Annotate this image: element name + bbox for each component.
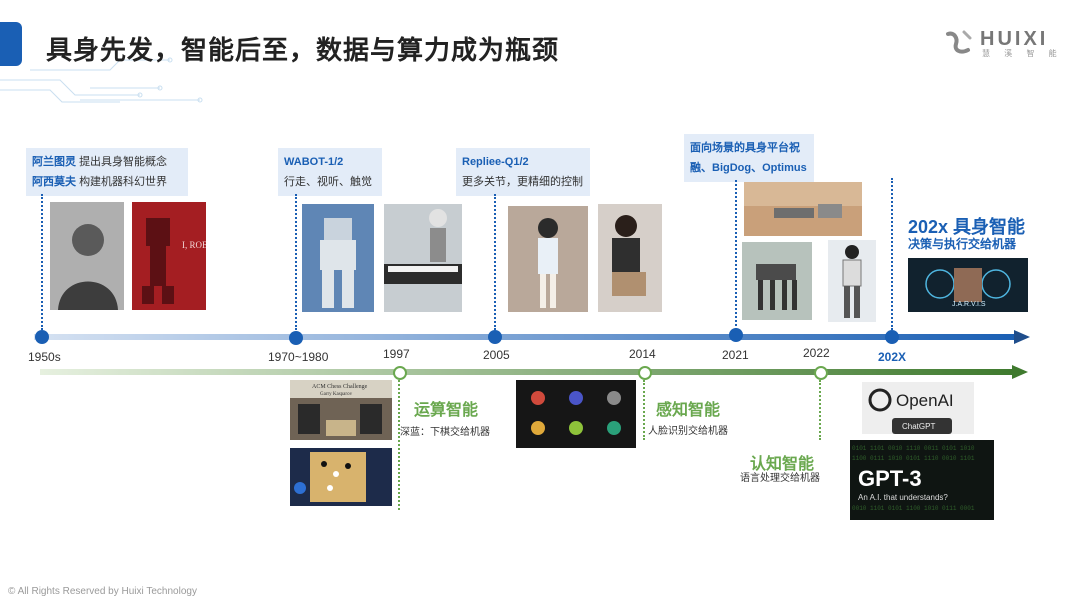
connector-1950s [41, 194, 43, 330]
wabot-photo [302, 204, 374, 312]
gpt3-title-text: GPT-3 [858, 466, 922, 491]
card-repliee: Repliee-Q1/2 更多关节，更精细的控制 [456, 148, 590, 196]
green-dot-2014 [638, 366, 652, 380]
footer-copyright: © All Rights Reserved by Huixi Technolog… [8, 586, 197, 597]
book-title-text: I, ROBOT [182, 240, 206, 250]
jarvis-photo: J.A.R.V.I.S [908, 258, 1028, 312]
bigdog-photo [742, 242, 812, 320]
wabot-name: WABOT-1/2 [284, 156, 344, 168]
year-202x: 202X [878, 350, 907, 364]
card-1950s: 阿兰图灵 提出具身智能概念 阿西莫夫 构建机器科幻世界 [26, 148, 188, 196]
green-dot-2022 [814, 366, 828, 380]
openai-chatgpt-photo: OpenAI ChatGPT [862, 382, 974, 434]
green-connector-2014 [643, 380, 645, 440]
gpt3-sub-text: An A.I. that understands? [858, 493, 948, 502]
company-logo: HUIXI 慧 溪 智 能 [944, 28, 1064, 60]
repliee-name: Repliee-Q1/2 [462, 156, 529, 168]
connector-2021 [735, 180, 737, 330]
dot-202x [885, 330, 899, 344]
zhurong-rover-photo [744, 182, 862, 236]
green-connector-2022 [819, 380, 821, 440]
turing-photo [50, 202, 124, 310]
i-robot-book-photo: I, ROBOT [132, 202, 206, 310]
dot-1970 [289, 331, 303, 345]
dot-1950s [35, 330, 49, 344]
chess-banner-text: ACM Chess Challenge [312, 384, 368, 390]
scene-line1: 面向场景的具身平台祝 [690, 142, 800, 154]
year-2005: 2005 [483, 348, 510, 362]
green-connector-1997 [398, 380, 400, 510]
alphago-go-photo [290, 448, 392, 506]
future-subtitle: 决策与执行交给机器 [908, 237, 1017, 251]
blue-timeline-axis [34, 330, 1030, 344]
card-scene-platform: 面向场景的具身平台祝 融、BigDog、Optimus [684, 134, 814, 182]
optimus-photo [828, 240, 876, 322]
dot-2021 [729, 328, 743, 342]
compute-intelligence-desc: 深蓝：下棋交给机器 [400, 427, 490, 438]
chess-name-text: Garry Kasparov [320, 392, 353, 397]
repliee-desc: 更多关节，更精细的控制 [462, 176, 583, 188]
connector-202x [891, 178, 893, 330]
logo-text: HUIXI [980, 28, 1049, 50]
year-1970-1980: 1970~1980 [268, 350, 329, 364]
cognitive-intelligence-desc: 语言处理交给机器 [740, 473, 820, 484]
jarvis-text: J.A.R.V.I.S [952, 301, 986, 308]
turing-name: 阿兰图灵 [32, 156, 76, 168]
cognitive-intelligence-title: 认知智能 [750, 456, 815, 473]
future-title: 202x 具身智能 [908, 217, 1026, 237]
card-wabot: WABOT-1/2 行走、视听、触觉 [278, 148, 382, 196]
perception-icons-photo [516, 380, 636, 448]
repliee-photo-1 [508, 206, 588, 312]
page-title: 具身先发，智能后至，数据与算力成为瓶颈 [46, 35, 560, 65]
year-2014: 2014 [629, 347, 656, 361]
turing-desc: 提出具身智能概念 [79, 156, 168, 168]
green-timeline-axis [40, 365, 1028, 379]
year-2021: 2021 [722, 348, 749, 362]
svg-text:0101 1101 0010 1110 0011 0101: 0101 1101 0010 1110 0011 0101 1010 [852, 445, 975, 452]
connector-2005 [494, 194, 496, 330]
repliee-photo-2 [598, 204, 662, 312]
asimov-name: 阿西莫夫 [32, 176, 76, 188]
svg-text:1100 0111 1010 0101 1110 0010: 1100 0111 1010 0101 1110 0010 1101 [852, 455, 975, 462]
wabot-desc: 行走、视听、触觉 [284, 176, 372, 188]
compute-intelligence-title: 运算智能 [414, 402, 479, 419]
scene-line2: 融、BigDog、Optimus [690, 162, 807, 174]
logo-subtext: 慧 溪 智 能 [982, 49, 1063, 58]
perception-intelligence-desc: 人脸识别交给机器 [648, 426, 728, 437]
wabot2-photo [384, 204, 462, 312]
logo-mark-icon [946, 30, 972, 54]
year-1950s: 1950s [28, 350, 61, 364]
svg-text:0010 1101 0101 1100 1010 0111: 0010 1101 0101 1100 1010 0111 0001 [852, 505, 975, 512]
green-dot-1997 [393, 366, 407, 380]
asimov-desc: 构建机器科幻世界 [79, 176, 168, 188]
year-2022: 2022 [803, 346, 830, 360]
chatgpt-text: ChatGPT [902, 422, 935, 431]
deep-blue-chess-photo: ACM Chess Challenge Garry Kasparov [290, 380, 392, 440]
perception-intelligence-title: 感知智能 [656, 402, 721, 419]
gpt3-photo: 0101 1101 0010 1110 0011 0101 1010 1100 … [850, 440, 994, 520]
year-1997: 1997 [383, 347, 410, 361]
title-accent-bar [0, 22, 22, 66]
openai-text: OpenAI [896, 391, 954, 410]
connector-1970 [295, 194, 297, 330]
dot-2005 [488, 330, 502, 344]
circuit-decoration [0, 57, 203, 103]
